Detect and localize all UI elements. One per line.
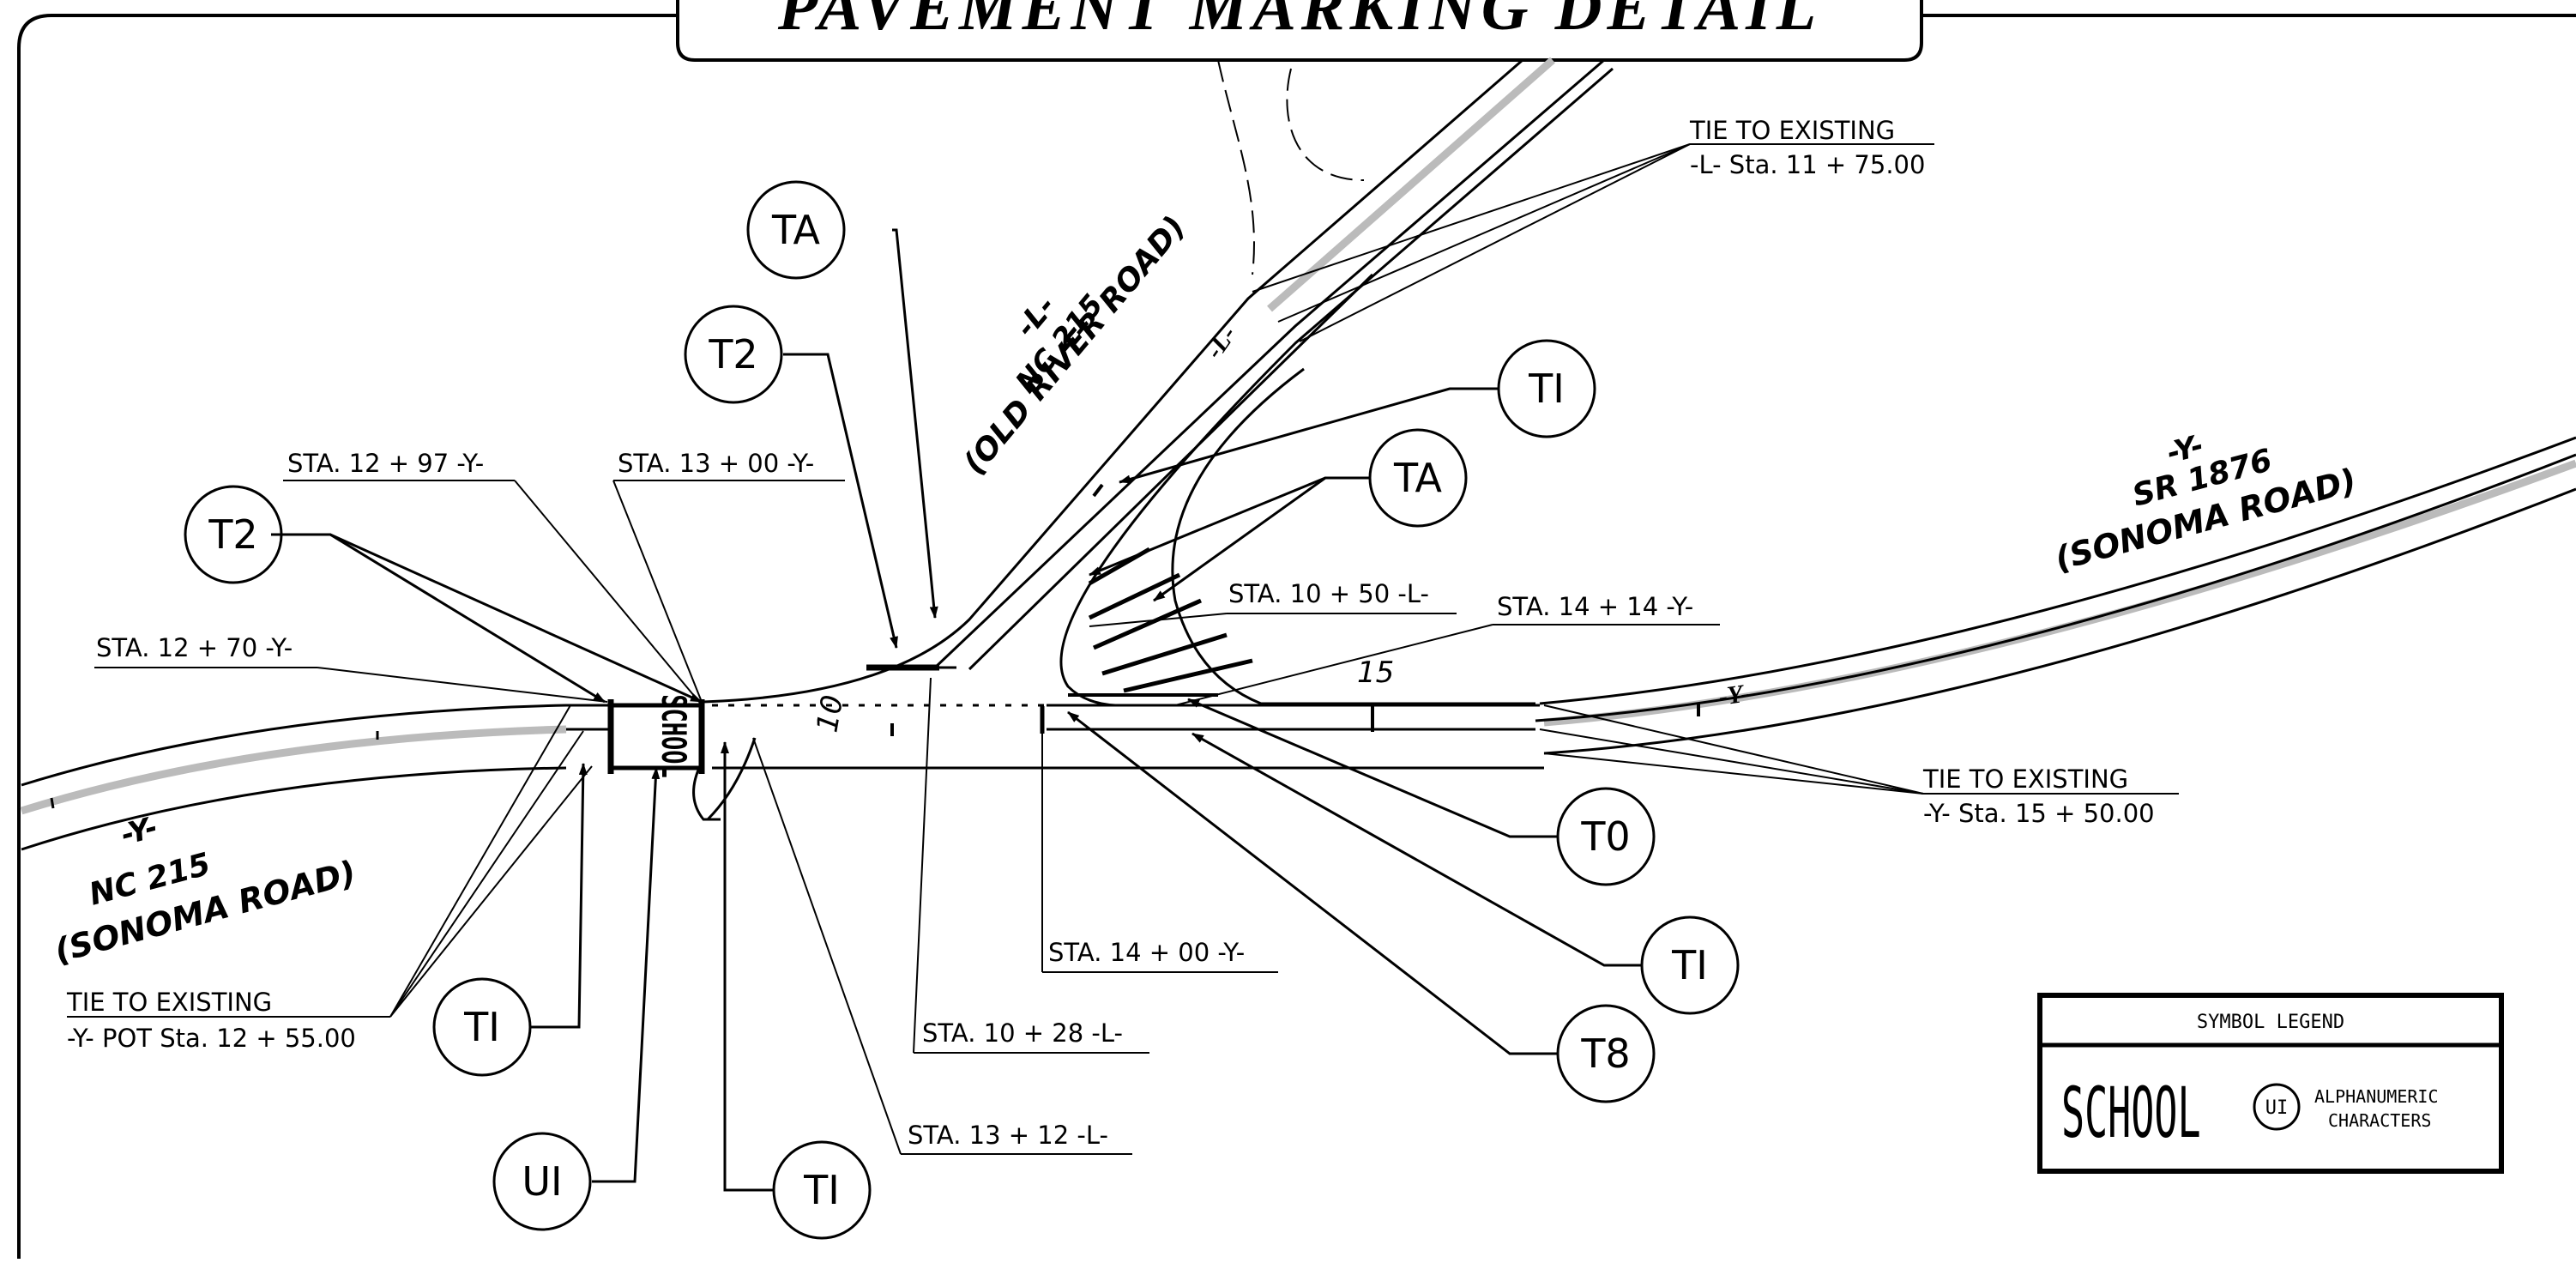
callout-t2-top: T2 (684, 305, 783, 404)
legend-symbol: UI (2265, 1097, 2289, 1119)
callout-t8: T8 (1556, 1004, 1656, 1103)
y-left-designator: -Y- (118, 810, 161, 853)
l-road-name: (OLD RIVER ROAD) (956, 209, 1192, 481)
callout-u1-label: UI (522, 1158, 562, 1205)
station-labels: STA. 12 + 97 -Y- STA. 13 + 00 -Y- STA. 1… (96, 449, 1693, 1150)
callout-ta-top: TA (746, 180, 846, 280)
callout-t2-left-label: T2 (208, 511, 257, 558)
tie-right-sub: -Y- Sta. 15 + 50.00 (1923, 799, 2155, 828)
tie-right-title: TIE TO EXISTING (1922, 764, 2128, 794)
l-road-tag: -L- (1200, 321, 1242, 364)
callout-u1: UI (492, 1132, 592, 1231)
callout-bubbles: TA T2 TI TA T2 T0 TI T8 (184, 180, 1740, 1240)
road-geometry (20, 57, 2576, 851)
legend-title: SYMBOL LEGEND (2197, 1012, 2344, 1033)
station-12-97: STA. 12 + 97 -Y- (287, 449, 484, 478)
station-14-14: STA. 14 + 14 -Y- (1497, 592, 1693, 621)
callout-t1-bottom-label: TI (803, 1167, 840, 1213)
station-13-00: STA. 13 + 00 -Y- (618, 449, 814, 478)
callout-t1-right: TI (1640, 916, 1740, 1015)
callout-ta-top-label: TA (771, 207, 821, 253)
station-12-70: STA. 12 + 70 -Y- (96, 633, 293, 662)
tie-left-title: TIE TO EXISTING (66, 988, 272, 1017)
station-10-50: STA. 10 + 50 -L- (1228, 579, 1429, 608)
callout-ta-right-label: TA (1393, 455, 1443, 501)
y-road-tag: -Y- (1716, 679, 1751, 711)
callout-t1-left: TI (432, 977, 532, 1077)
y-road-left-label: -Y- NC 215 (SONOMA ROAD) (51, 810, 360, 970)
legend-desc-2: CHARACTERS (2328, 1110, 2431, 1131)
pavement-school-word: SCHOOL (655, 694, 693, 778)
station-14-00: STA. 14 + 00 -Y- (1048, 938, 1245, 967)
dimension-10: 10 (810, 692, 850, 735)
sheet-frame (17, 14, 2576, 1259)
page-title: PAVEMENT MARKING DETAIL (777, 0, 1821, 44)
callout-t2-left: T2 (184, 485, 283, 584)
symbol-legend: SYMBOL LEGEND SCHOOL UI ALPHANUMERIC CHA… (2037, 993, 2504, 1174)
tie-top-sub: -L- Sta. 11 + 75.00 (1690, 150, 1925, 179)
callout-t8-label: T8 (1580, 1030, 1630, 1077)
legend-word: SCHOOL (2061, 1073, 2201, 1154)
station-13-12: STA. 13 + 12 -L- (908, 1121, 1108, 1150)
station-leaders (94, 480, 1720, 1155)
callout-t1-top-label: TI (1528, 366, 1565, 412)
callout-t1-bottom: TI (772, 1140, 872, 1240)
tie-left-sub: -Y- POT Sta. 12 + 55.00 (67, 1024, 356, 1053)
l-road-label: -L- NC 215 (OLD RIVER ROAD) (956, 209, 1192, 481)
callout-t1-left-label: TI (463, 1004, 500, 1050)
legend-symbol-circle (2253, 1083, 2301, 1131)
tie-top-title: TIE TO EXISTING (1689, 116, 1895, 145)
station-10-28: STA. 10 + 28 -L- (922, 1018, 1123, 1048)
callout-ta-right: TA (1368, 428, 1468, 528)
callout-leaders (271, 228, 1643, 1192)
callout-t1-top: TI (1497, 339, 1596, 438)
callout-t0-label: T0 (1580, 813, 1630, 860)
tie-notes: TIE TO EXISTING -L- Sta. 11 + 75.00 TIE … (66, 116, 2179, 1053)
title-block: PAVEMENT MARKING DETAIL (676, 0, 1923, 62)
legend-desc-1: ALPHANUMERIC (2314, 1086, 2439, 1107)
callout-t2-top-label: T2 (708, 331, 757, 378)
callout-t0: T0 (1556, 787, 1656, 886)
dimension-15: 15 (1357, 656, 1394, 690)
callout-t1-right-label: TI (1671, 942, 1708, 988)
